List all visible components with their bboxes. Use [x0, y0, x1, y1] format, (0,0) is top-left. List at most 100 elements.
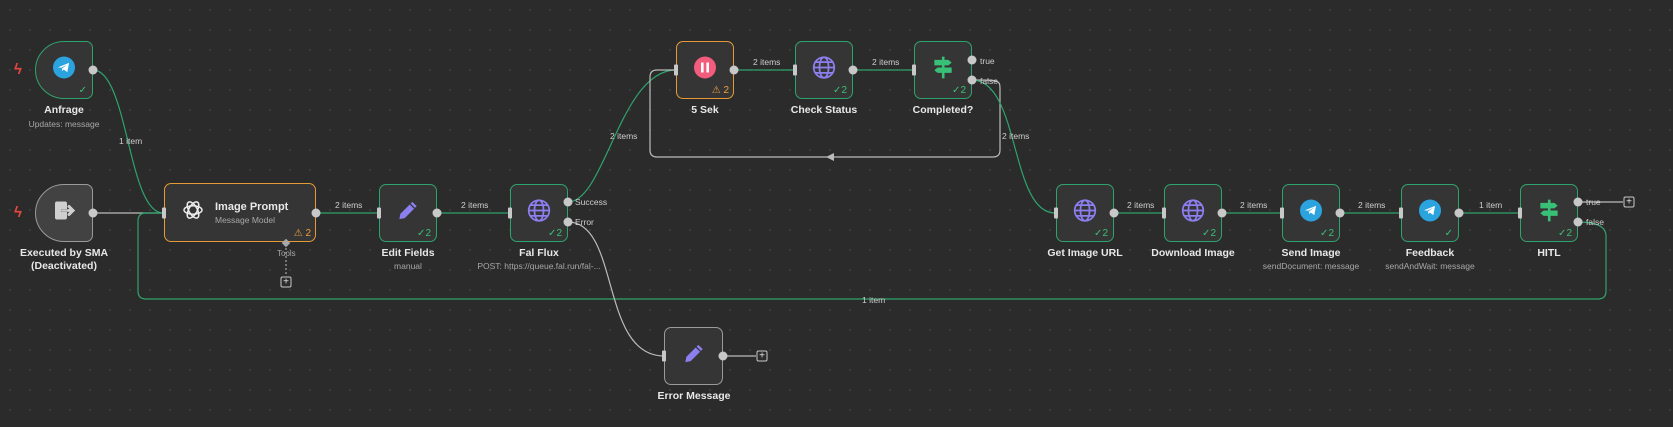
output-port-error[interactable]: [563, 217, 573, 227]
node-fal-flux[interactable]: ✓2: [510, 184, 568, 242]
node-subtitle: manual: [394, 261, 422, 271]
connection-count-label: 2 items: [1358, 200, 1386, 210]
node-label: Edit Fields: [381, 247, 435, 259]
output-port-true[interactable]: [967, 55, 977, 65]
run-count: 2: [1210, 228, 1216, 239]
connection-count-label: 2 items: [753, 57, 781, 67]
node-hitl[interactable]: ✓2: [1520, 184, 1578, 242]
add-node-button[interactable]: +: [1623, 196, 1635, 208]
output-port-false[interactable]: [1573, 217, 1583, 227]
wire-completed-get: [971, 79, 1056, 214]
connection-count-label: 1 item: [862, 295, 886, 305]
telegram-icon: [53, 56, 75, 84]
output-port-success[interactable]: [563, 197, 573, 207]
globe-icon: [1072, 198, 1098, 229]
run-count: 2: [960, 85, 966, 96]
node-label: Get Image URL: [1047, 247, 1123, 259]
input-port[interactable]: [508, 207, 512, 219]
success-check-icon: ✓2: [1202, 228, 1216, 239]
success-check-icon: ✓2: [1558, 228, 1572, 239]
pencil-icon: [681, 341, 707, 372]
tools-label: Tools: [277, 249, 296, 258]
input-port[interactable]: [162, 207, 166, 219]
connection-count-label: 2 items: [1240, 200, 1268, 210]
connection-count-label: 2 items: [1127, 200, 1155, 210]
output-port[interactable]: [1217, 208, 1227, 218]
success-check-icon: ✓: [1444, 228, 1453, 239]
node-executed-by-sma[interactable]: [35, 184, 93, 242]
wire-fal-wait: [567, 69, 677, 203]
pause-icon: [693, 56, 717, 85]
connection-count-label: 2 items: [461, 200, 489, 210]
pencil-icon: [395, 198, 421, 229]
node-label: Executed by SMA: [19, 247, 109, 259]
input-port[interactable]: [793, 64, 797, 76]
node-label: Feedback: [1405, 247, 1455, 259]
input-port[interactable]: [1054, 207, 1058, 219]
openai-icon: [181, 198, 205, 227]
output-port-true[interactable]: [1573, 197, 1583, 207]
connection-count-label: 1 item: [119, 136, 143, 146]
node-subtitle: Updates: message: [28, 119, 100, 129]
output-port[interactable]: [848, 65, 858, 75]
run-count: 2: [1328, 228, 1334, 239]
trigger-bolt-icon: ϟ: [14, 61, 22, 78]
node-completed[interactable]: ✓2: [914, 41, 972, 99]
output-false-label: false: [980, 76, 998, 86]
output-port[interactable]: [432, 208, 442, 218]
node-subtitle: sendDocument: message: [1262, 261, 1360, 271]
node-download-image[interactable]: ✓2: [1164, 184, 1222, 242]
add-tool-button[interactable]: +: [280, 276, 292, 288]
node-label: Anfrage: [44, 104, 84, 116]
node-label: Send Image: [1281, 247, 1341, 259]
warning-count: 2: [723, 85, 729, 96]
input-port[interactable]: [1518, 207, 1522, 219]
output-port[interactable]: [311, 208, 321, 218]
output-true-label: true: [980, 56, 995, 66]
node-wait-5-sek[interactable]: ⚠ 2: [676, 41, 734, 99]
connection-count-label: 1 item: [1479, 200, 1503, 210]
warning-badge: ⚠ 2: [293, 228, 311, 239]
input-port[interactable]: [1280, 207, 1284, 219]
node-edit-fields[interactable]: ✓2: [379, 184, 437, 242]
input-port[interactable]: [1162, 207, 1166, 219]
wire-hitl-loop: [137, 212, 1607, 300]
run-count: 2: [556, 228, 562, 239]
run-count: 2: [1566, 228, 1572, 239]
node-label: Image Prompt: [215, 200, 289, 213]
node-send-image[interactable]: ✓2: [1282, 184, 1340, 242]
node-anfrage[interactable]: ✓: [35, 41, 93, 99]
output-port[interactable]: [718, 351, 728, 361]
input-port[interactable]: [662, 350, 666, 362]
output-port[interactable]: [88, 65, 98, 75]
node-label: Error Message: [657, 390, 731, 402]
output-port[interactable]: [729, 65, 739, 75]
success-check-icon: ✓: [78, 85, 87, 96]
input-port[interactable]: [1399, 207, 1403, 219]
output-port[interactable]: [1335, 208, 1345, 218]
signpost-icon: [1536, 198, 1562, 229]
loop-arrow: [826, 153, 834, 161]
success-check-icon: ✓2: [833, 85, 847, 96]
output-port[interactable]: [1109, 208, 1119, 218]
input-port[interactable]: [377, 207, 381, 219]
output-port[interactable]: [88, 208, 98, 218]
input-port[interactable]: [674, 64, 678, 76]
connection-count-label: 2 items: [610, 131, 638, 141]
output-port[interactable]: [1454, 208, 1464, 218]
node-feedback[interactable]: ✓: [1401, 184, 1459, 242]
node-check-status[interactable]: ✓2: [795, 41, 853, 99]
add-node-button[interactable]: +: [756, 350, 768, 362]
node-label: Download Image: [1151, 247, 1235, 259]
output-port-false[interactable]: [967, 75, 977, 85]
node-get-image-url[interactable]: ✓2: [1056, 184, 1114, 242]
node-label: Fal Flux: [519, 247, 559, 259]
telegram-icon: [1300, 199, 1322, 227]
node-image-prompt[interactable]: Image Prompt Message Model ⚠ 2: [164, 183, 316, 242]
input-port[interactable]: [912, 64, 916, 76]
run-count: 2: [1102, 228, 1108, 239]
node-error-message[interactable]: [664, 327, 723, 385]
success-check-icon: ✓2: [417, 228, 431, 239]
wire-anfrage-prompt: [92, 69, 164, 214]
wire-fal-error: [567, 221, 665, 357]
